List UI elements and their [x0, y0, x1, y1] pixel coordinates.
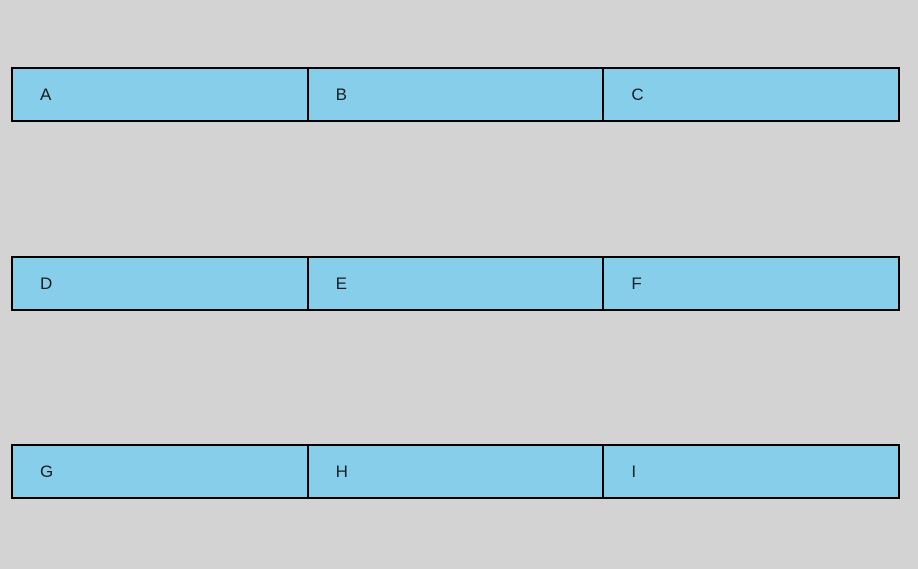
cell-f[interactable]: F	[602, 258, 899, 309]
table-row-1: A B C	[11, 67, 900, 122]
cell-e[interactable]: E	[306, 258, 603, 309]
cell-b[interactable]: B	[306, 69, 603, 120]
cell-label: E	[335, 274, 348, 293]
cell-i[interactable]: I	[602, 446, 899, 497]
cell-d[interactable]: D	[13, 258, 307, 309]
cell-label: F	[631, 274, 643, 293]
cell-c[interactable]: C	[602, 69, 899, 120]
cell-label: G	[40, 462, 54, 481]
cell-g[interactable]: G	[13, 446, 307, 497]
table-row-3: G H I	[11, 444, 900, 499]
table-row-2: D E F	[11, 256, 900, 311]
cell-h[interactable]: H	[306, 446, 603, 497]
cell-label: I	[631, 462, 637, 481]
cell-label: B	[335, 85, 348, 104]
cell-label: A	[40, 85, 52, 104]
cell-label: H	[335, 462, 349, 481]
cell-label: C	[631, 85, 645, 104]
cell-label: D	[40, 274, 53, 293]
cell-a[interactable]: A	[13, 69, 307, 120]
